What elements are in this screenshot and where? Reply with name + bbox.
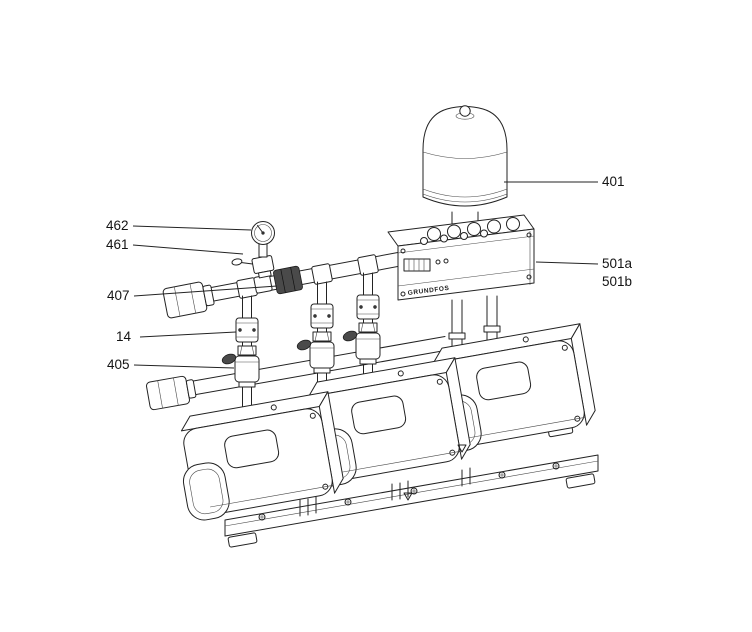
pressure-gauge-462: [251, 221, 275, 258]
leader-501a: [535, 261, 599, 265]
pump-2: [307, 357, 471, 487]
manifold-end-cap: [162, 281, 215, 319]
union-nut: [358, 322, 378, 333]
manifold-tee-3: [357, 254, 379, 276]
isolation-valve-405: [221, 353, 260, 388]
callout-407: 407: [107, 288, 130, 303]
callout-401: 401: [602, 174, 625, 189]
discharge-manifold: [162, 221, 476, 319]
pump-1: [180, 391, 344, 521]
non-return-valve: [356, 294, 380, 320]
union-nut: [312, 331, 332, 342]
suction-manifold: [146, 336, 446, 411]
valve-stack-1: [221, 295, 260, 425]
valve-stack-2: [296, 281, 335, 399]
leader-lines: [132, 181, 599, 369]
suction-manifold-end-cap: [146, 375, 197, 411]
union-nut: [237, 345, 257, 356]
pipe-coupling-407: [273, 265, 303, 295]
cable-knockouts: [420, 217, 520, 245]
callout-405: 405: [107, 357, 130, 372]
alignment-marks: [403, 444, 467, 501]
control-unit-501: GRUNDFOS: [387, 214, 535, 301]
leader-462: [132, 225, 252, 231]
terminal-block: [403, 258, 449, 272]
isolation-valve: [342, 330, 381, 365]
callout-14: 14: [116, 329, 132, 344]
isolation-valve: [296, 339, 335, 374]
callout-461: 461: [106, 237, 129, 252]
leader-405: [133, 364, 235, 369]
callout-501a: 501a: [602, 256, 633, 271]
leader-14: [139, 331, 237, 338]
diaphragm-tank-401: [422, 105, 508, 227]
frame-cross-slats: [299, 467, 471, 517]
callout-501b: 501b: [602, 274, 633, 289]
gauge-valve-461: [231, 255, 275, 279]
enclosure-screws: [400, 232, 532, 297]
non-return-valve-14: [235, 317, 259, 343]
leader-407: [133, 285, 278, 297]
front-rail-screws: [258, 462, 560, 521]
leader-461: [132, 244, 244, 255]
non-return-valve: [310, 303, 334, 329]
base-frame-front-rail: [224, 444, 599, 548]
callout-462: 462: [106, 218, 129, 233]
base-frame-front-feet: [227, 473, 596, 548]
manifold-tee-2: [311, 263, 333, 285]
tank-air-valve: [459, 105, 471, 117]
valve-stack-3: [342, 272, 381, 393]
